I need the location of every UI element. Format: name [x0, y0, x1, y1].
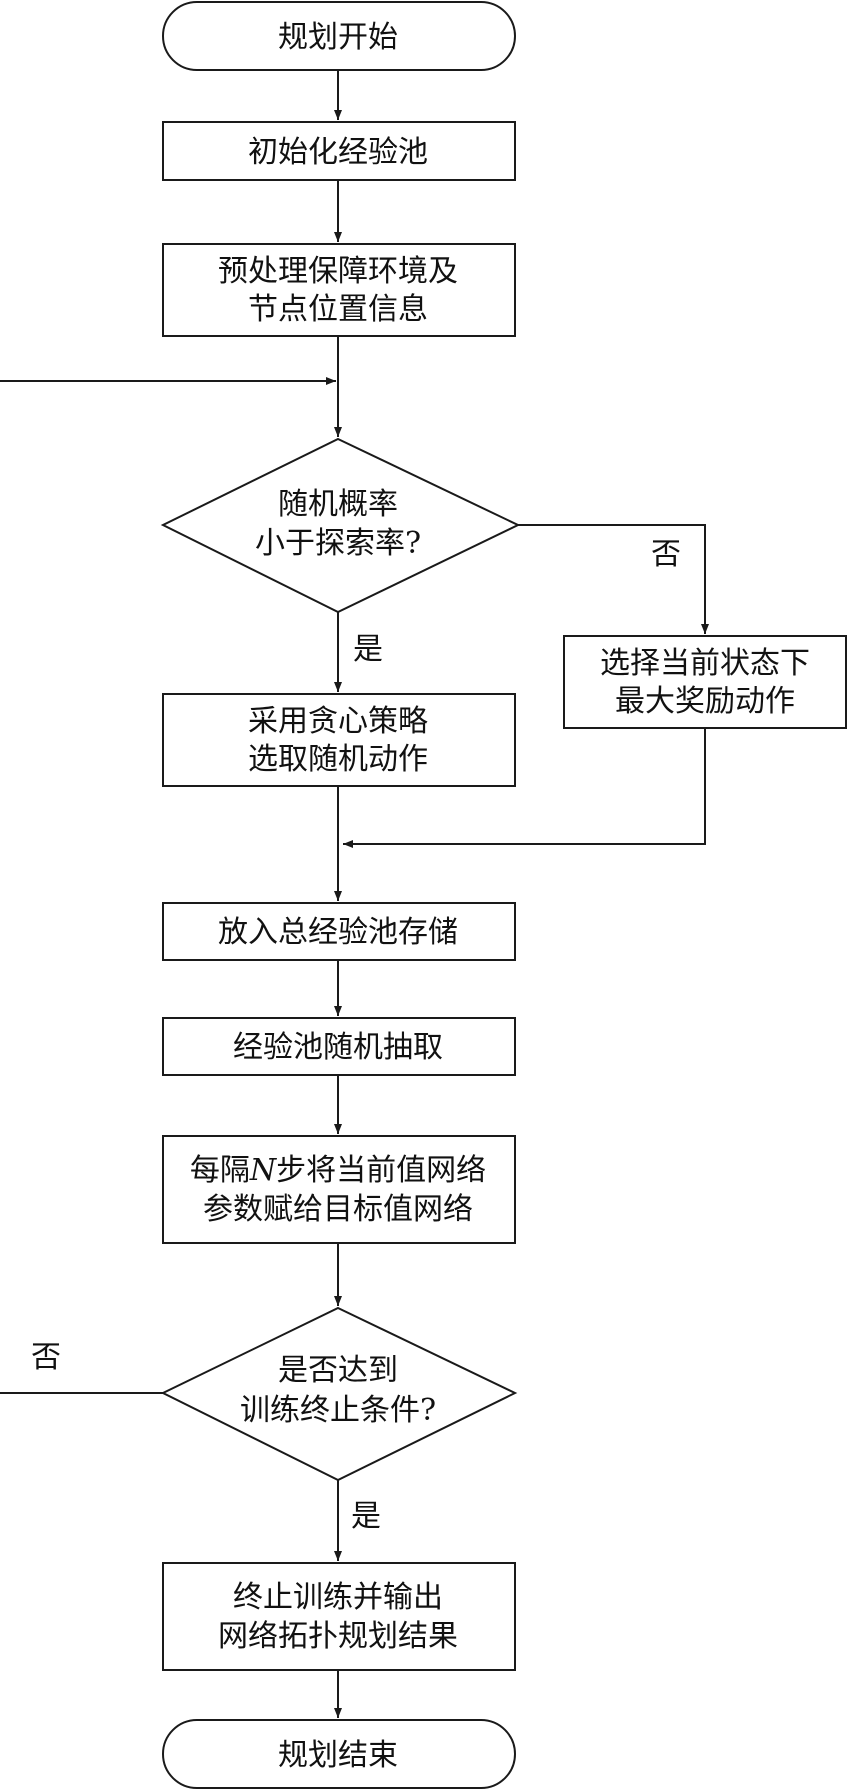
- node-copy-params-line1: 每隔N步将当前值网络: [190, 1153, 486, 1188]
- node-max-reward-line1: 选择当前状态下: [600, 646, 810, 681]
- node-start: 规划开始: [162, 1, 516, 71]
- node-init-pool-label: 初始化经验池: [248, 135, 428, 170]
- node-sample-pool-label: 经验池随机抽取: [233, 1030, 443, 1065]
- label-stop-yes: 是: [351, 1499, 381, 1534]
- node-decision-stop: 是否达到 训练终止条件?: [160, 1306, 518, 1482]
- copy-params-step-variable: N: [249, 1153, 278, 1188]
- node-end-label: 规划结束: [278, 1738, 398, 1773]
- node-copy-params-line2: 参数赋给目标值网络: [203, 1192, 473, 1227]
- node-decision-explore-line2: 小于探索率?: [255, 526, 421, 561]
- copy-params-line1-pre: 每隔: [190, 1153, 250, 1188]
- edge-decision-no: [518, 524, 709, 634]
- node-preprocess: 预处理保障环境及 节点位置信息: [162, 243, 516, 337]
- node-max-reward: 选择当前状态下 最大奖励动作: [563, 635, 847, 729]
- node-sample-pool: 经验池随机抽取: [162, 1017, 516, 1076]
- copy-params-line1-post: 步将当前值网络: [276, 1153, 486, 1188]
- node-decision-stop-line1: 是否达到: [278, 1353, 398, 1388]
- node-output-line1: 终止训练并输出: [233, 1580, 443, 1615]
- label-explore-yes: 是: [353, 632, 383, 667]
- node-decision-explore-line1: 随机概率: [278, 487, 398, 522]
- connectors: [0, 70, 709, 1718]
- node-output: 终止训练并输出 网络拓扑规划结果: [162, 1562, 516, 1671]
- node-preprocess-line2: 节点位置信息: [248, 292, 428, 327]
- node-decision-explore: 随机概率 小于探索率?: [160, 437, 521, 614]
- node-preprocess-line1: 预处理保障环境及: [218, 254, 458, 289]
- node-decision-stop-line2: 训练终止条件?: [240, 1393, 436, 1428]
- node-store-pool: 放入总经验池存储: [162, 902, 516, 961]
- label-stop-no: 否: [31, 1340, 61, 1375]
- node-copy-params: 每隔N步将当前值网络 参数赋给目标值网络: [162, 1135, 516, 1244]
- node-greedy-random-line2: 选取随机动作: [248, 742, 428, 777]
- node-greedy-random-line1: 采用贪心策略: [248, 704, 428, 739]
- node-start-label: 规划开始: [278, 20, 398, 55]
- node-greedy-random: 采用贪心策略 选取随机动作: [162, 693, 516, 787]
- edge-max-reward-merge: [343, 728, 706, 848]
- node-output-line2: 网络拓扑规划结果: [218, 1619, 458, 1654]
- node-end: 规划结束: [162, 1719, 516, 1789]
- node-init-pool: 初始化经验池: [162, 121, 516, 181]
- label-explore-no: 否: [651, 537, 681, 572]
- node-max-reward-line2: 最大奖励动作: [615, 684, 795, 719]
- node-store-pool-label: 放入总经验池存储: [218, 915, 458, 950]
